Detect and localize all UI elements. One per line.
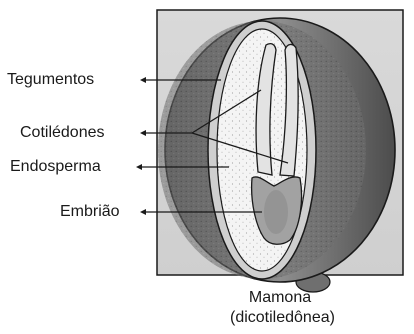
label-tegumentos: Tegumentos <box>7 71 94 89</box>
caption-title: Mamona <box>230 288 330 308</box>
label-cotiledones: Cotilédones <box>20 124 105 142</box>
caption-subtitle: (dicotiledônea) <box>230 308 330 328</box>
label-endosperma: Endosperma <box>10 158 101 176</box>
label-embriao: Embrião <box>60 203 120 221</box>
